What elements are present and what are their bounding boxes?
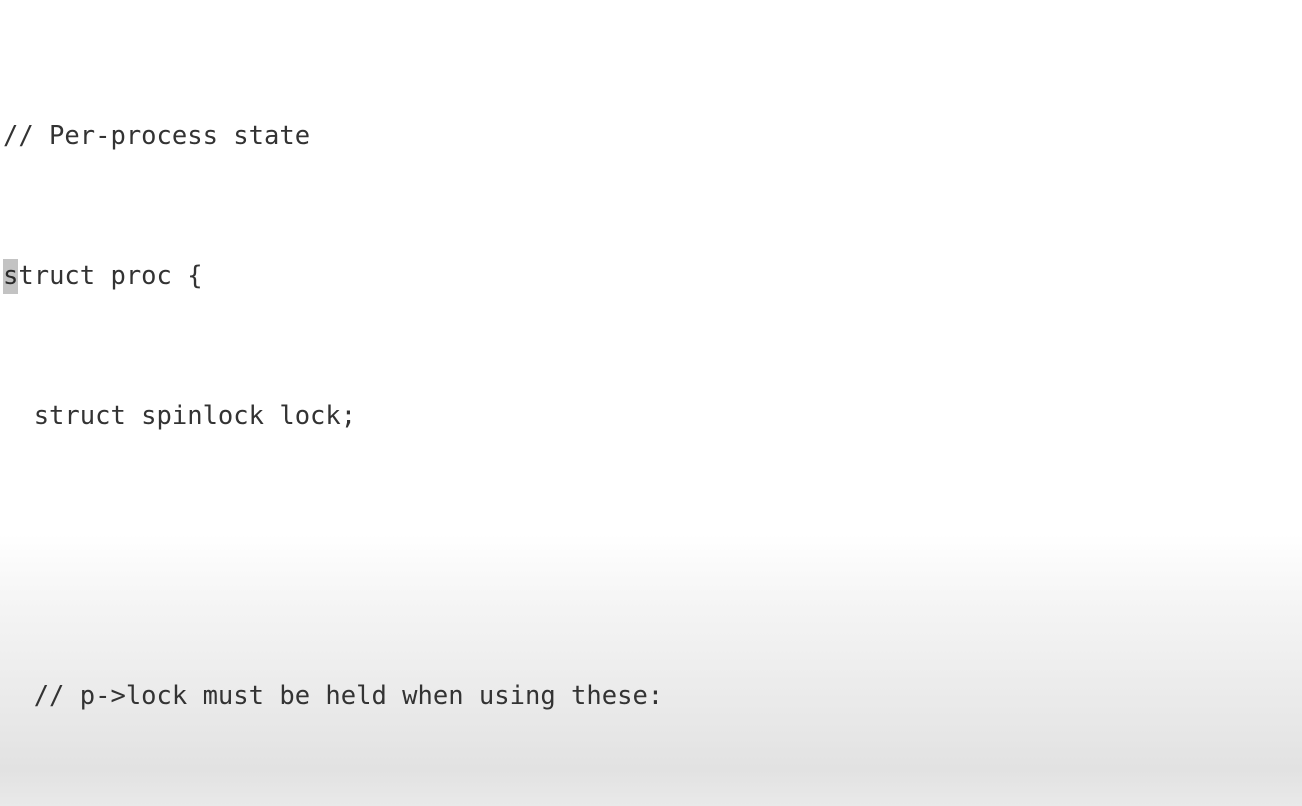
code-line[interactable]: struct spinlock lock; — [3, 401, 357, 431]
text-cursor[interactable]: s — [3, 259, 19, 294]
code-line-with-cursor[interactable]: struct proc { — [3, 259, 1302, 294]
code-line-remainder: truct proc { — [18, 261, 203, 291]
code-line-blank[interactable] — [3, 539, 1302, 574]
code-line[interactable]: // p->lock must be held when using these… — [3, 681, 664, 711]
code-line[interactable]: // Per-process state — [3, 121, 311, 151]
